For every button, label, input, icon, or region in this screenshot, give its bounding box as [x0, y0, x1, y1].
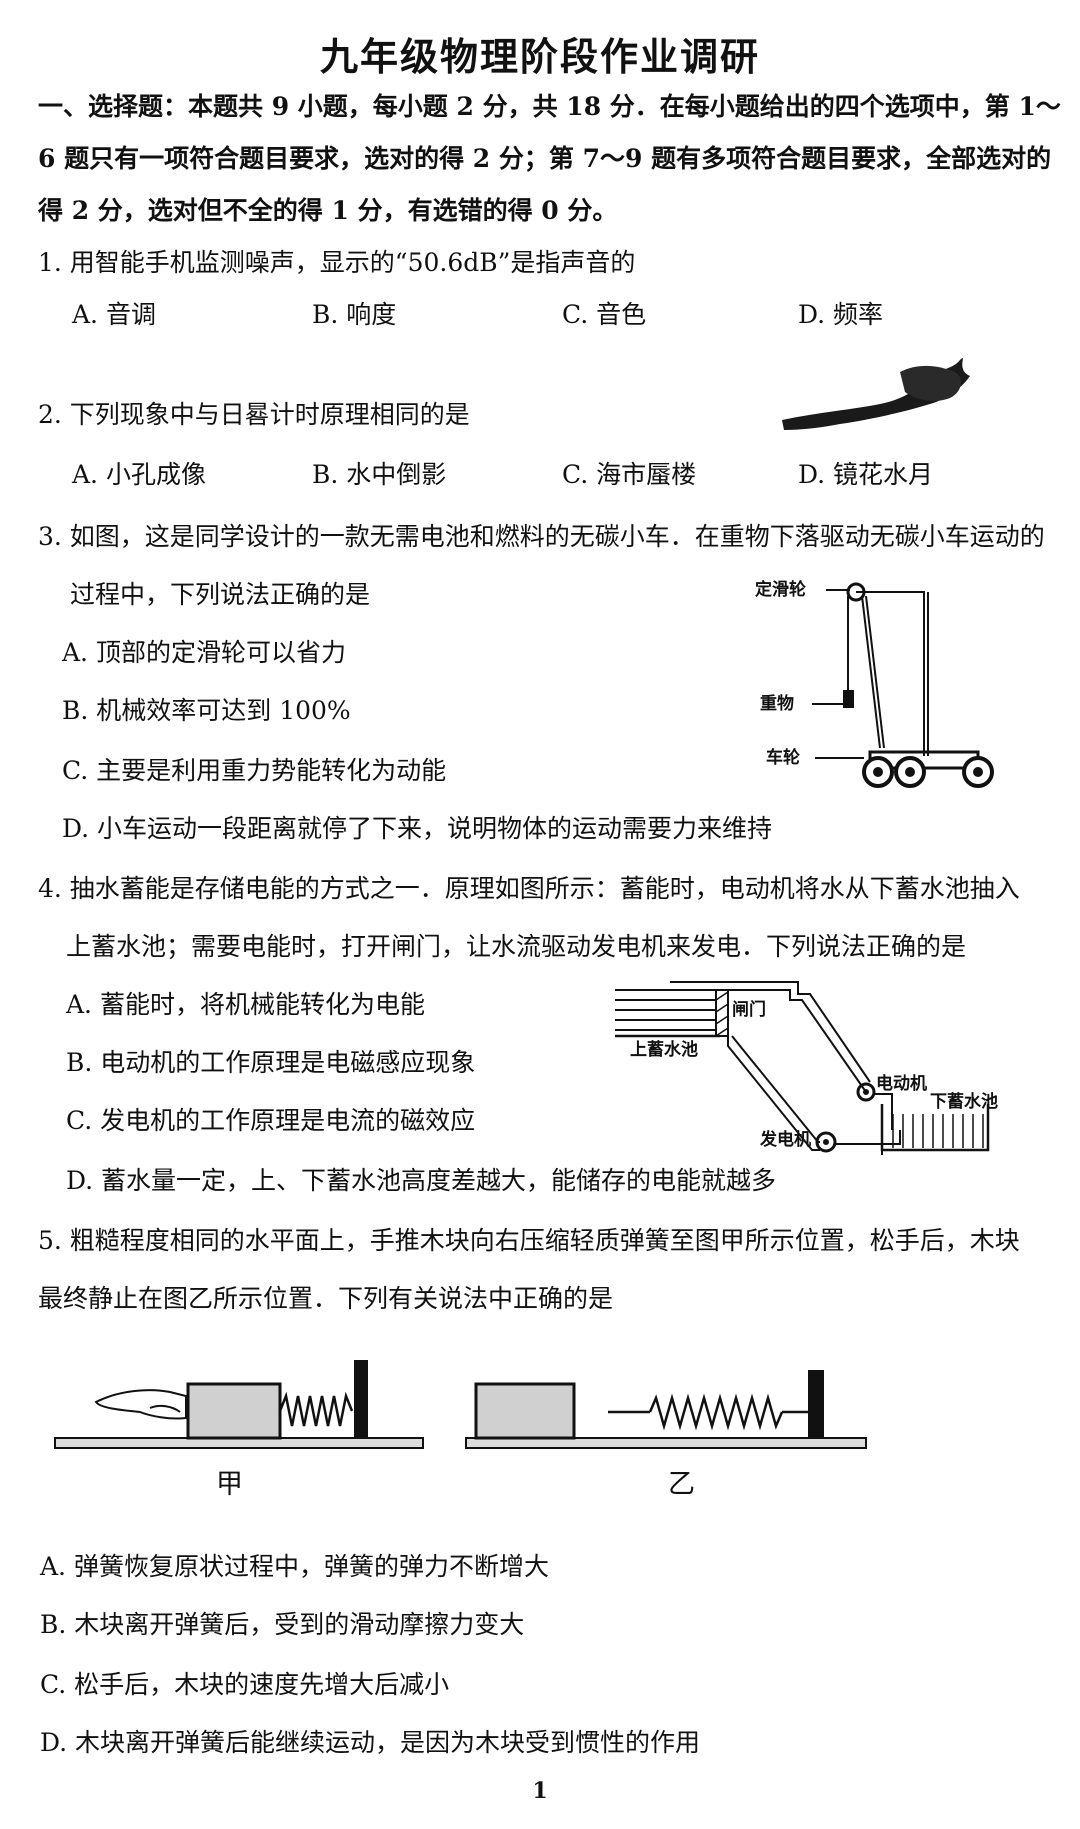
- q5-stem-line2: 最终静止在图乙所示位置．下列有关说法中正确的是: [38, 1284, 614, 1313]
- q2-stem: 2. 下列现象中与日晷计时原理相同的是: [38, 400, 470, 429]
- q3-option-a: A. 顶部的定滑轮可以省力: [62, 638, 346, 667]
- section-instructions-line2: 6 题只有一项符合题目要求，选对的得 2 分；第 7～9 题有多项符合题目要求，…: [38, 144, 1052, 173]
- page-number: 1: [532, 1778, 548, 1804]
- q4-label-motor: 电动机: [876, 1074, 927, 1094]
- q3-option-d: D. 小车运动一段距离就停了下来，说明物体的运动需要力来维持: [62, 814, 773, 843]
- q5-option-a: A. 弹簧恢复原状过程中，弹簧的弹力不断增大: [40, 1552, 549, 1581]
- q3-label-pulley: 定滑轮: [755, 580, 806, 600]
- q5-stem-line1: 5. 粗糙程度相同的水平面上，手推木块向右压缩轻质弹簧至图甲所示位置，松手后，木…: [38, 1226, 1020, 1255]
- q1-option-c: C. 音色: [562, 300, 647, 329]
- section-instructions-line1: 一、选择题：本题共 9 小题，每小题 2 分，共 18 分．在每小题给出的四个选…: [38, 92, 1061, 121]
- q5-option-b: B. 木块离开弹簧后，受到的滑动摩擦力变大: [40, 1610, 525, 1639]
- q4-option-c: C. 发电机的工作原理是电流的磁效应: [66, 1106, 476, 1135]
- q4-option-a: A. 蓄能时，将机械能转化为电能: [66, 990, 425, 1019]
- q4-label-generator: 发电机: [760, 1130, 811, 1150]
- q4-option-d: D. 蓄水量一定，上、下蓄水池高度差越大，能储存的电能就越多: [66, 1166, 777, 1195]
- q4-stem-line2: 上蓄水池；需要电能时，打开闸门，让水流驱动发电机来发电．下列说法正确的是: [66, 932, 967, 961]
- section-instructions-line3: 得 2 分，选对但不全的得 1 分，有选错的得 0 分。: [38, 196, 618, 225]
- q4-stem-line1: 4. 抽水蓄能是存储电能的方式之一．原理如图所示：蓄能时，电动机将水从下蓄水池抽…: [38, 874, 1020, 903]
- q4-label-upper-reservoir: 上蓄水池: [630, 1040, 698, 1060]
- q4-option-b: B. 电动机的工作原理是电磁感应现象: [66, 1048, 476, 1077]
- q1-option-d: D. 频率: [798, 300, 884, 329]
- q3-stem-line1: 3. 如图，这是同学设计的一款无需电池和燃料的无碳小车．在重物下落驱动无碳小车运…: [38, 522, 1045, 551]
- q4-label-lower-reservoir: 下蓄水池: [930, 1092, 998, 1112]
- q5-option-c: C. 松手后，木块的速度先增大后减小: [40, 1670, 450, 1699]
- q2-option-b: B. 水中倒影: [312, 460, 447, 489]
- q1-option-a: A. 音调: [72, 300, 156, 329]
- q5-caption-jia: 甲: [216, 1469, 243, 1500]
- q3-stem-line2: 过程中，下列说法正确的是: [70, 580, 371, 609]
- q2-option-a: A. 小孔成像: [72, 460, 206, 489]
- q3-label-weight: 重物: [760, 694, 794, 714]
- q1-stem: 1. 用智能手机监测噪声，显示的“50.6dB”是指声音的: [38, 248, 636, 277]
- q3-option-b: B. 机械效率可达到 100%: [62, 696, 351, 725]
- q4-label-gate: 闸门: [732, 1000, 766, 1020]
- q3-label-wheel: 车轮: [766, 748, 800, 768]
- q2-option-c: C. 海市蜃楼: [562, 460, 697, 489]
- q5-option-d: D. 木块离开弹簧后能继续运动，是因为木块受到惯性的作用: [40, 1728, 701, 1757]
- q3-option-c: C. 主要是利用重力势能转化为动能: [62, 756, 447, 785]
- q5-caption-yi: 乙: [668, 1469, 695, 1500]
- page-title: 九年级物理阶段作业调研: [319, 35, 760, 79]
- q2-option-d: D. 镜花水月: [798, 460, 934, 489]
- q1-option-b: B. 响度: [312, 300, 397, 329]
